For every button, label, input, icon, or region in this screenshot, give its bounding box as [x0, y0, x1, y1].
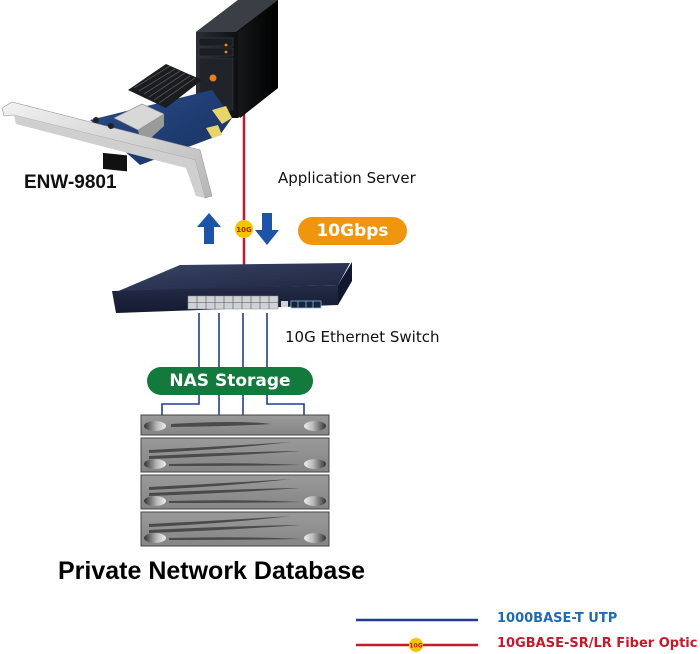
- rack-switch-icon: [112, 262, 352, 313]
- legend-utp-label: 1000BASE-T UTP: [497, 611, 618, 626]
- arrow-down-icon: [255, 213, 279, 245]
- storage-array-icon: [140, 414, 330, 547]
- diagram-title: Private Network Database: [58, 557, 366, 585]
- server-label: Application Server: [278, 169, 416, 187]
- pcie-sfp-network-card-icon: [1, 64, 232, 199]
- switch-label: 10G Ethernet Switch: [285, 328, 440, 346]
- nas-storage-badge: NAS Storage: [147, 367, 313, 395]
- link-badge-text: 10G: [236, 226, 252, 234]
- nas-unit: [140, 414, 330, 436]
- switch-port-block: [187, 295, 322, 310]
- speed-badge: 10Gbps: [298, 217, 407, 245]
- nas-unit: [140, 474, 330, 510]
- utp-links: [161, 313, 305, 416]
- link-10g-badge: 10G: [235, 220, 253, 238]
- legend-badge-text: 10G: [409, 643, 422, 650]
- nas-unit: [140, 511, 330, 547]
- legend-fiber-label: 10GBASE-SR/LR Fiber Optic: [497, 636, 698, 651]
- nic-card-label: ENW-9801: [24, 172, 117, 193]
- arrow-up-icon: [197, 213, 221, 244]
- nas-unit: [140, 437, 330, 473]
- legend-10g-badge: 10G: [409, 638, 423, 652]
